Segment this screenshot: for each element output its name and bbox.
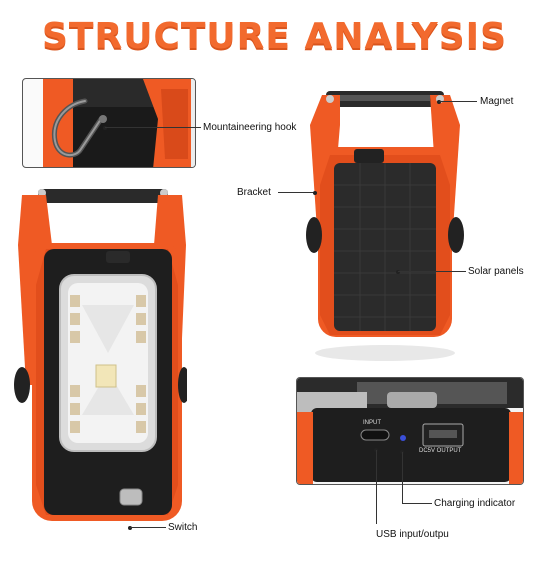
charging-pointer-line-h [402, 503, 432, 504]
switch-pointer-line [130, 527, 166, 528]
callout-charging: Charging indicator [434, 498, 516, 509]
port-label-output: DC5V OUTPUT [419, 448, 462, 454]
callout-hook: Mountaineering hook [203, 122, 297, 133]
hook-pointer-line [105, 127, 201, 128]
charging-pointer-line-v [402, 452, 403, 504]
bracket-pointer-line [278, 192, 314, 193]
hook-pointer-dot [103, 126, 107, 130]
magnet-pointer-dot [437, 100, 441, 104]
solar-pointer-line [398, 271, 466, 272]
callout-usb: USB input/outpu [376, 529, 449, 540]
callout-solar: Solar panels [468, 266, 524, 277]
ports-inset: INPUT DC5V OUTPUT [296, 377, 524, 485]
callout-bracket: Bracket [237, 187, 271, 198]
page-title: STRUCTURE ANALYSIS [42, 16, 507, 57]
hook-inset [22, 78, 196, 168]
switch-pointer-dot [128, 526, 132, 530]
solar-pointer-dot [396, 270, 400, 274]
callout-switch: Switch [168, 522, 198, 533]
lantern-back-image [306, 91, 464, 361]
bracket-pointer-dot [313, 191, 317, 195]
port-label-input: INPUT [363, 420, 381, 426]
usb-pointer-line [376, 450, 377, 524]
ports-closeup-image [297, 378, 523, 484]
callout-magnet: Magnet [480, 96, 514, 107]
lantern-front-image [14, 189, 187, 521]
hook-closeup-image [43, 79, 195, 167]
magnet-pointer-line [439, 101, 477, 102]
